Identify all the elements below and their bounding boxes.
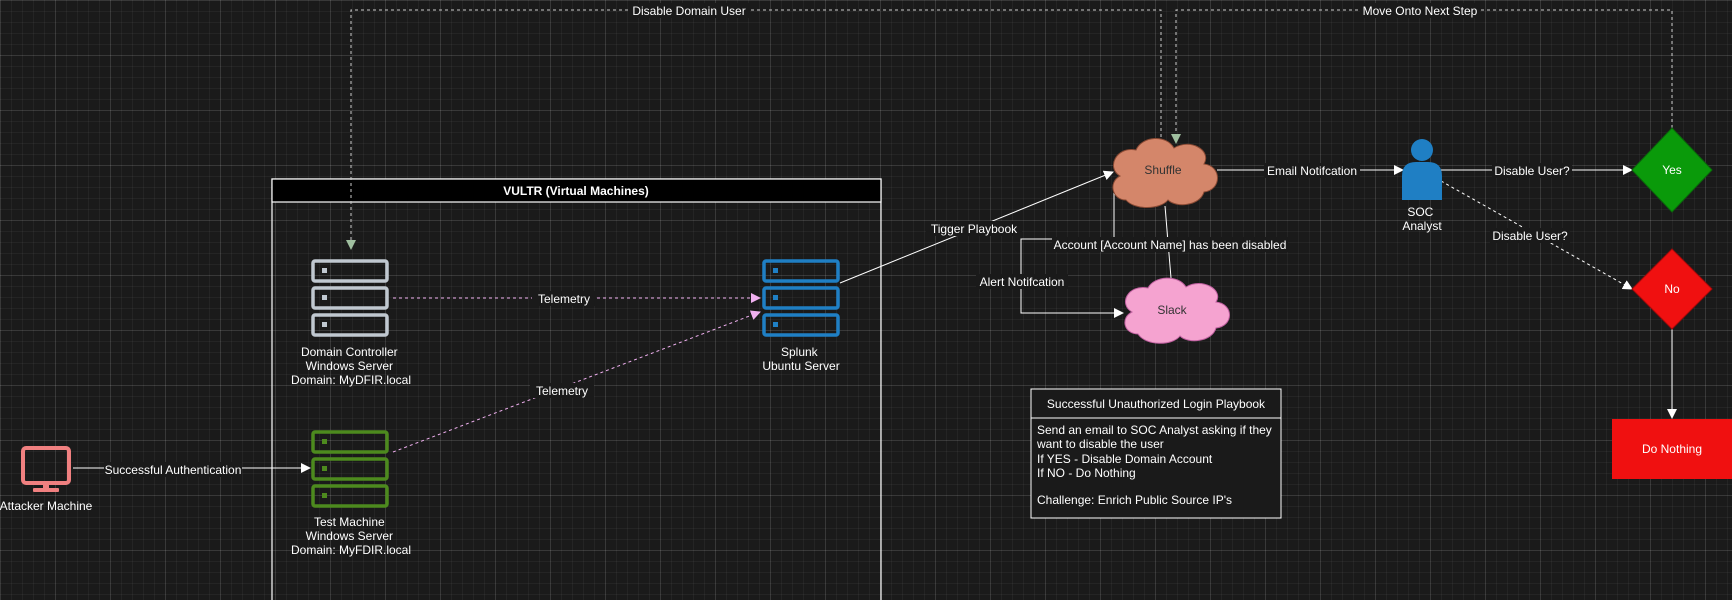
splunk-node[interactable]: Splunk Ubuntu Server: [762, 259, 840, 373]
slack-node[interactable]: Slack: [1124, 277, 1230, 344]
telemetry-dc-label: Telemetry: [538, 292, 590, 306]
domain-controller-node[interactable]: Domain Controller Windows Server Domain:…: [291, 259, 411, 387]
svg-text:Send an email to SOC Analyst a: Send an email to SOC Analyst asking if t…: [1036, 423, 1275, 507]
cloud-icon: [1124, 277, 1230, 344]
disable-user-yes-label: Disable User?: [1494, 164, 1570, 178]
trigger-playbook-label: Tigger Playbook: [931, 222, 1018, 236]
no-decision-node[interactable]: No: [1631, 248, 1713, 330]
successful-auth-label: Successful Authentication: [105, 463, 242, 477]
move-onto-next-step-label: Move Onto Next Step: [1363, 4, 1478, 18]
attacker-machine-label: Attacker Machine: [0, 499, 93, 513]
playbook-box[interactable]: Successful Unauthorized Login Playbook S…: [1030, 388, 1282, 519]
email-notification-label: Email Notifcation: [1267, 164, 1357, 178]
account-disabled-label: Account [Account Name] has been disabled: [1054, 238, 1287, 252]
soc-analyst-node[interactable]: SOC Analyst: [1402, 139, 1442, 233]
svg-text:SOC Analyst: SOC Analyst: [1402, 205, 1442, 233]
shuffle-label: Shuffle: [1144, 163, 1181, 177]
no-diamond: [1631, 248, 1713, 330]
yes-diamond: [1631, 127, 1713, 213]
disable-domain-user-label: Disable Domain User: [632, 4, 745, 18]
do-nothing-node[interactable]: Do Nothing: [1612, 419, 1732, 479]
move-onto-next-step-edge[interactable]: [1171, 9, 1673, 144]
server-icon: [762, 259, 840, 337]
monitor-icon: [21, 446, 71, 492]
soc-analyst-line-2: Analyst: [1402, 219, 1442, 233]
splunk-line-2: Ubuntu Server: [762, 359, 839, 373]
soc-analyst-line-1: SOC: [1407, 205, 1433, 219]
telemetry-test-label: Telemetry: [536, 384, 588, 398]
yes-label: Yes: [1662, 163, 1682, 177]
splunk-line-1: Splunk: [781, 345, 819, 359]
shuffle-node[interactable]: Shuffle: [1112, 138, 1218, 208]
svg-text:Splunk Ubuntu Server: Splunk Ubuntu Server: [762, 345, 839, 373]
vultr-container-title: VULTR (Virtual Machines): [503, 184, 649, 198]
playbook-line-6: Challenge: Enrich Public Source IP's: [1037, 493, 1232, 507]
no-label: No: [1664, 282, 1680, 296]
playbook-line-2: want to disable the user: [1036, 437, 1164, 451]
test-machine-line-1: Test Machine: [314, 515, 385, 529]
domain-controller-line-2: Windows Server: [306, 359, 393, 373]
svg-text:Domain Controller Window: Domain Controller Windows Server Domain:…: [291, 345, 411, 387]
server-icon: [311, 430, 389, 508]
do-nothing-box: [1612, 419, 1732, 479]
playbook-line-4: If NO - Do Nothing: [1037, 466, 1136, 480]
telemetry-test-edge[interactable]: [392, 310, 761, 453]
alert-notification-label: Alert Notifcation: [980, 275, 1065, 289]
domain-controller-line-1: Domain Controller: [301, 345, 398, 359]
slack-label: Slack: [1157, 303, 1187, 317]
alert-notification-edge[interactable]: [1020, 187, 1124, 318]
svg-text:Test Machine Windows Ser: Test Machine Windows Server Domain: MyFD…: [291, 515, 411, 557]
do-nothing-label: Do Nothing: [1642, 442, 1702, 456]
playbook-title: Successful Unauthorized Login Playbook: [1047, 397, 1266, 411]
disable-domain-user-edge[interactable]: [346, 9, 1162, 250]
test-machine-line-2: Windows Server: [306, 529, 393, 543]
test-machine-line-3: Domain: MyFDIR.local: [291, 543, 411, 557]
disable-user-no-label: Disable User?: [1492, 229, 1568, 243]
playbook-line-3: If YES - Disable Domain Account: [1037, 452, 1213, 466]
user-icon: [1402, 139, 1442, 200]
yes-decision-node[interactable]: Yes: [1631, 127, 1713, 213]
attacker-machine-node[interactable]: Attacker Machine: [0, 446, 93, 513]
cloud-icon: [1112, 138, 1218, 208]
domain-controller-line-3: Domain: MyDFIR.local: [291, 373, 411, 387]
playbook-line-1: Send an email to SOC Analyst asking if t…: [1037, 423, 1272, 437]
vultr-container[interactable]: VULTR (Virtual Machines): [271, 178, 882, 600]
server-icon: [311, 259, 389, 337]
test-machine-node[interactable]: Test Machine Windows Server Domain: MyFD…: [291, 430, 411, 557]
